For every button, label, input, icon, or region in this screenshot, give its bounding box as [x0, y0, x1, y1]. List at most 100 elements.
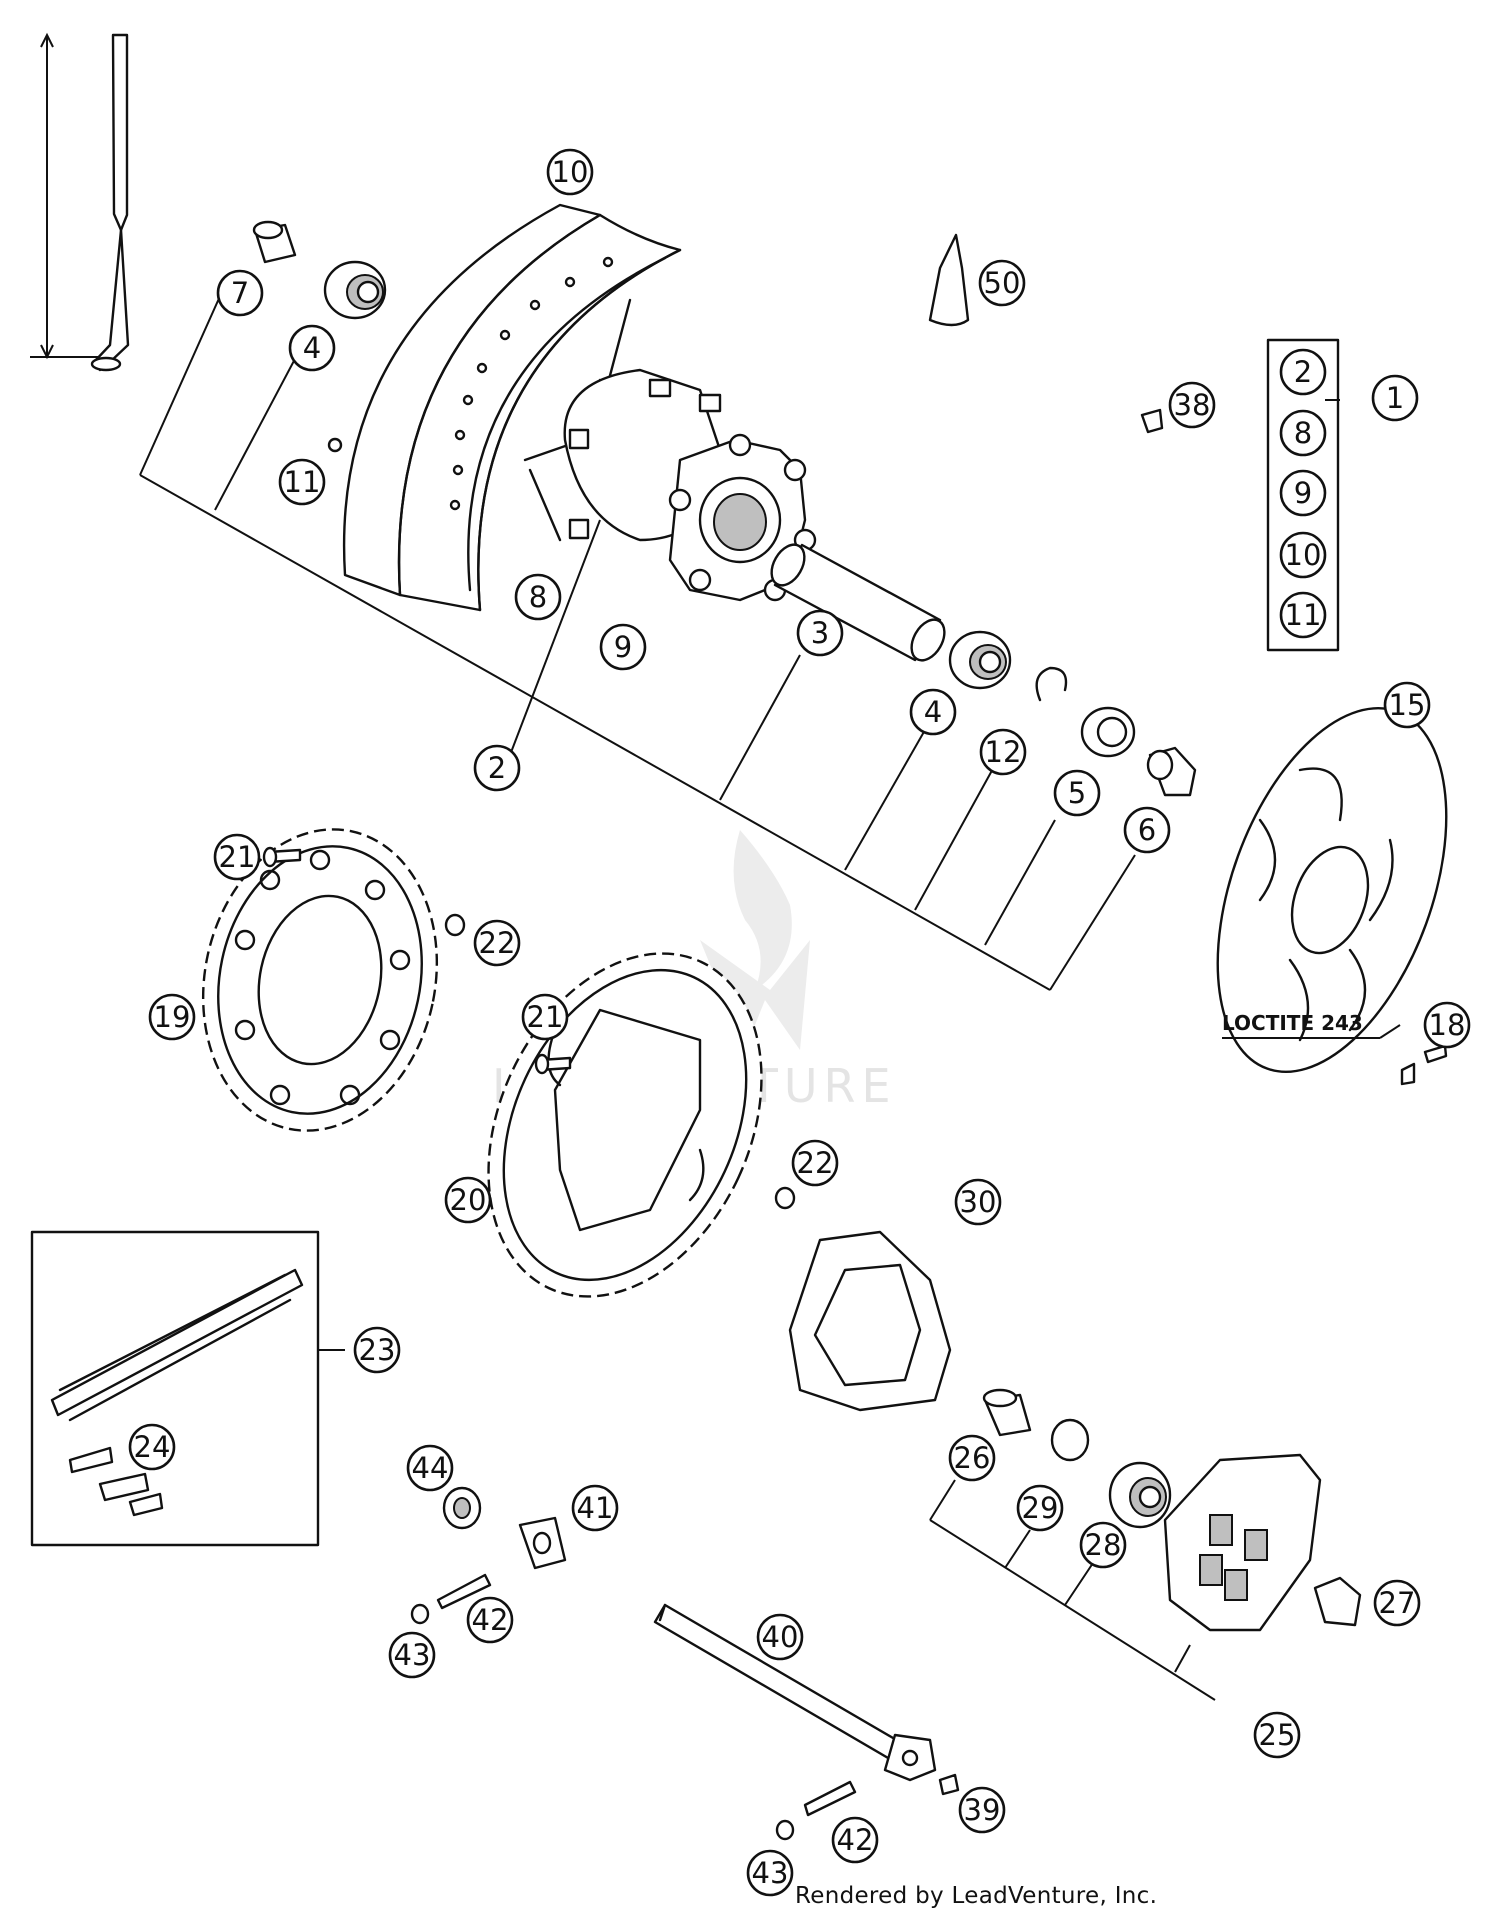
- disc-screw: [1400, 1044, 1448, 1086]
- adjuster-bolt-2: [803, 1780, 857, 1817]
- svg-text:42: 42: [837, 1823, 874, 1857]
- callout-1: 1: [1371, 374, 1419, 422]
- sprocket-large: [487, 952, 763, 1298]
- svg-text:7: 7: [231, 276, 249, 310]
- carrier-seal: [1050, 1418, 1090, 1462]
- valve: [327, 437, 343, 453]
- callout-19: 19: [148, 993, 196, 1041]
- svg-text:4: 4: [924, 695, 942, 729]
- callout-28: 28: [1079, 1521, 1127, 1569]
- callout-43-left: 43: [388, 1631, 436, 1679]
- sprocket-nut-2: [774, 1186, 796, 1210]
- carrier-spacer: [982, 1388, 1032, 1437]
- callout-27: 27: [1373, 1579, 1421, 1627]
- callout-11-kit: 11: [1279, 591, 1327, 639]
- callout-44: 44: [406, 1444, 454, 1492]
- svg-text:9: 9: [614, 630, 632, 664]
- svg-text:39: 39: [964, 1793, 1001, 1827]
- callout-12: 12: [979, 728, 1027, 776]
- callout-42-bottom: 42: [831, 1816, 879, 1864]
- nipple: [1140, 408, 1164, 434]
- chain-box: [30, 1230, 345, 1547]
- adjuster-nut-1: [410, 1603, 430, 1625]
- adjuster-nut-2: [775, 1819, 795, 1841]
- sprocket-carrier: [1163, 1453, 1322, 1632]
- svg-text:22: 22: [797, 1146, 834, 1180]
- svg-text:8: 8: [529, 580, 547, 614]
- svg-text:6: 6: [1138, 813, 1156, 847]
- callout-29: 29: [1016, 1484, 1064, 1532]
- rim-tape-tube: [928, 233, 970, 327]
- callouts: 1 2 2 3 4 4 5 6 7 8 8 9 9 10 10 11 11 12…: [128, 148, 1471, 1897]
- svg-text:2: 2: [1294, 355, 1312, 389]
- svg-text:40: 40: [762, 1620, 799, 1654]
- svg-text:44: 44: [412, 1451, 449, 1485]
- svg-text:10: 10: [1285, 538, 1322, 572]
- svg-text:11: 11: [1285, 598, 1322, 632]
- svg-text:9: 9: [1294, 476, 1312, 510]
- svg-text:43: 43: [752, 1856, 789, 1890]
- hub: [563, 368, 817, 602]
- chain-adjuster: [518, 1516, 567, 1570]
- spacer-left: [252, 220, 297, 264]
- sprocket-small: [201, 828, 439, 1132]
- svg-text:12: 12: [985, 735, 1022, 769]
- svg-text:18: 18: [1429, 1008, 1466, 1042]
- svg-text:8: 8: [1294, 416, 1312, 450]
- shaft-seal: [1080, 706, 1136, 758]
- svg-text:4: 4: [303, 331, 321, 365]
- spoke-gauge: [30, 32, 130, 372]
- svg-text:15: 15: [1389, 688, 1426, 722]
- footer-credit: Rendered by LeadVenture, Inc.: [795, 1883, 1158, 1909]
- callout-41: 41: [571, 1484, 619, 1532]
- svg-text:2: 2: [488, 751, 506, 785]
- callout-2-kit: 2: [1279, 348, 1327, 396]
- callout-20: 20: [444, 1176, 492, 1224]
- callout-24: 24: [128, 1423, 176, 1471]
- callout-10-kit: 10: [1279, 531, 1327, 579]
- callout-21-top: 21: [213, 833, 261, 881]
- svg-text:10: 10: [552, 155, 589, 189]
- callout-9: 9: [599, 623, 647, 671]
- circlip: [1035, 666, 1068, 702]
- callout-3: 3: [796, 609, 844, 657]
- adjuster-nut: [442, 1486, 482, 1530]
- callout-40: 40: [756, 1613, 804, 1661]
- svg-text:11: 11: [284, 465, 321, 499]
- bearing-right: [948, 630, 1012, 690]
- callout-10: 10: [546, 148, 594, 196]
- loctite-label: LOCTITE 243: [1222, 1011, 1363, 1035]
- callout-6: 6: [1123, 806, 1171, 854]
- callout-2: 2: [473, 744, 521, 792]
- callout-38: 38: [1168, 381, 1216, 429]
- callout-18: 18: [1423, 1001, 1471, 1049]
- callout-9-kit: 9: [1279, 469, 1327, 517]
- callout-25: 25: [1253, 1711, 1301, 1759]
- svg-text:24: 24: [134, 1430, 171, 1464]
- callout-5: 5: [1053, 769, 1101, 817]
- callout-8-kit: 8: [1279, 409, 1327, 457]
- bearing-top: [323, 260, 387, 320]
- svg-text:3: 3: [811, 616, 829, 650]
- sprocket-gasket: [788, 1230, 952, 1412]
- svg-text:28: 28: [1085, 1528, 1122, 1562]
- callout-4-right: 4: [909, 688, 957, 736]
- svg-text:22: 22: [479, 926, 516, 960]
- callout-43-bottom: 43: [746, 1849, 794, 1897]
- svg-text:30: 30: [960, 1185, 997, 1219]
- spacer-tube: [770, 543, 946, 662]
- svg-text:21: 21: [527, 1000, 564, 1034]
- callout-26: 26: [948, 1434, 996, 1482]
- svg-text:38: 38: [1174, 388, 1211, 422]
- spacer-right: [1146, 746, 1197, 797]
- svg-text:23: 23: [359, 1333, 396, 1367]
- callout-22-top: 22: [473, 919, 521, 967]
- svg-text:21: 21: [219, 840, 256, 874]
- bearing-carrier: [1108, 1461, 1172, 1529]
- svg-text:1: 1: [1386, 381, 1404, 415]
- callout-15: 15: [1383, 681, 1431, 729]
- svg-text:19: 19: [154, 1000, 191, 1034]
- kit-box: [1266, 338, 1340, 652]
- svg-text:25: 25: [1259, 1718, 1296, 1752]
